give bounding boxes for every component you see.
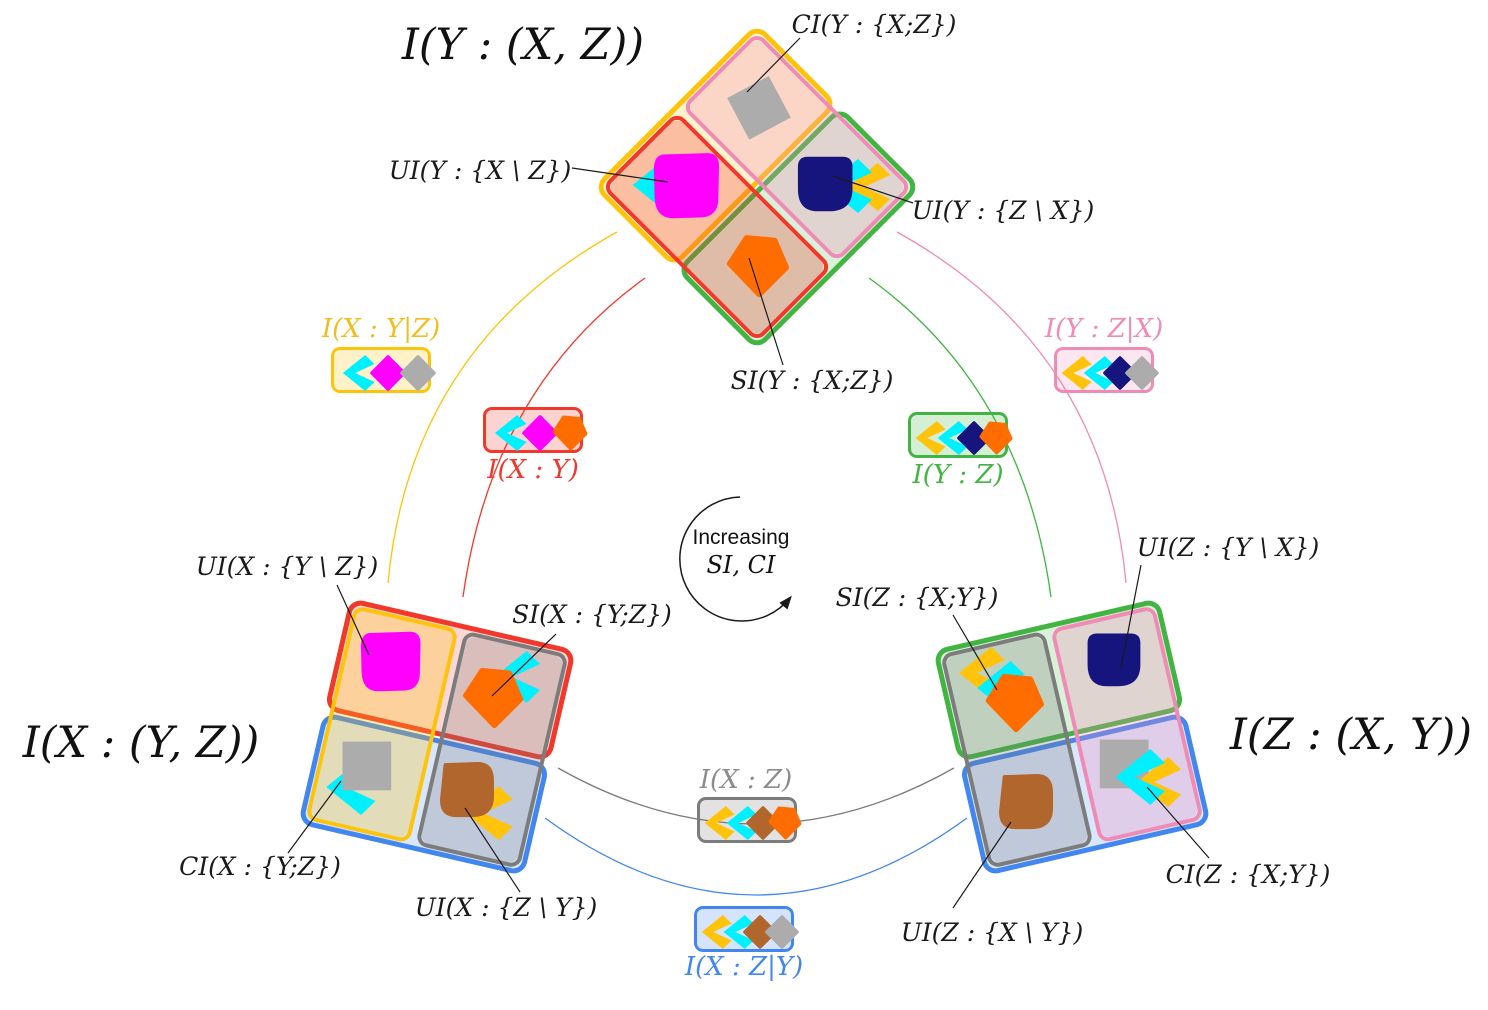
arc-label-i-x-z-given-y: I(X : Z|Y) [684,952,804,982]
legend-i-x-z [697,797,802,843]
callout-line-ui-z-xy [952,821,1012,909]
callout-ui-x-zy: UI(X : {Z \ Y}) [414,893,598,922]
callout-line-ui-x-yz [336,584,370,656]
title-i-z-xy: I(Z : (X, Y)) [1229,710,1473,760]
callout-line-ui-y-xz [571,167,669,183]
callout-ci-x: CI(X : {Y;Z}) [179,852,341,881]
legend-i-x-y [483,407,588,453]
arc-i-x-y-given-z [387,231,618,584]
arc-label-i-x-y: I(X : Y) [487,455,579,485]
callout-line-si-y [748,257,784,366]
legend-i-y-z [908,412,1013,458]
callout-ui-x-yz: UI(X : {Y \ Z}) [195,552,379,581]
callout-si-z: SI(Z : {X;Y}) [835,583,999,612]
callout-ui-z-yx: UI(Z : {Y \ X}) [1136,533,1320,562]
callout-line-ui-z-yx [1120,564,1142,669]
legend-i-x-y-given-z [331,347,436,393]
orange-pent-glyph [979,421,1013,455]
arc-i-y-z-given-x [896,231,1127,584]
callout-line-si-x [491,633,557,697]
gray_glyph-diamond-glyph [1125,356,1159,390]
callout-line-ui-y-zx [832,175,914,204]
gray_glyph-diamond-glyph [765,915,799,949]
arc-label-i-x-z: I(X : Z) [699,765,793,795]
arc-i-x-y [462,277,646,598]
callout-si-y: SI(Y : {X;Z}) [730,366,894,395]
legend-i-y-z-given-x [1054,347,1159,393]
arc-label-i-y-z: I(Y : Z) [912,460,1004,490]
callout-ui-y-zx: UI(Y : {Z \ X}) [911,196,1095,225]
callout-ui-y-xz: UI(Y : {X \ Z}) [388,156,572,185]
callout-line-ui-x-zy [464,807,521,893]
callout-line-si-z [952,614,998,691]
callout-line-ci-z [1146,786,1210,859]
callout-si-x: SI(X : {Y;Z}) [512,600,672,629]
gray_glyph-diamond-glyph [400,355,436,391]
orange-pent-glyph [768,806,802,840]
callout-line-ci-x [287,780,342,854]
center-note-line1: Increasing [692,526,790,549]
callout-ci-y: CI(Y : {X;Z}) [791,10,957,39]
orange-pent-glyph [552,415,588,451]
legend-i-x-z-given-y [694,906,799,952]
callout-ui-z-xy: UI(Z : {X \ Y}) [900,918,1084,947]
callout-ci-z: CI(Z : {X;Y}) [1165,860,1331,889]
center-note-line2: SI, CI [706,551,776,579]
title-i-x-yz: I(X : (Y, Z)) [22,718,260,768]
increasing-arrow [679,496,792,622]
arc-label-i-x-y-given-z: I(X : Y|Z) [321,314,441,344]
callout-line-ci-y [746,37,801,93]
title-i-y-xz: I(Y : (X, Z)) [401,20,645,70]
arc-i-x-z-given-y [544,817,968,896]
arc-label-i-y-z-given-x: I(Y : Z|X) [1044,314,1164,344]
